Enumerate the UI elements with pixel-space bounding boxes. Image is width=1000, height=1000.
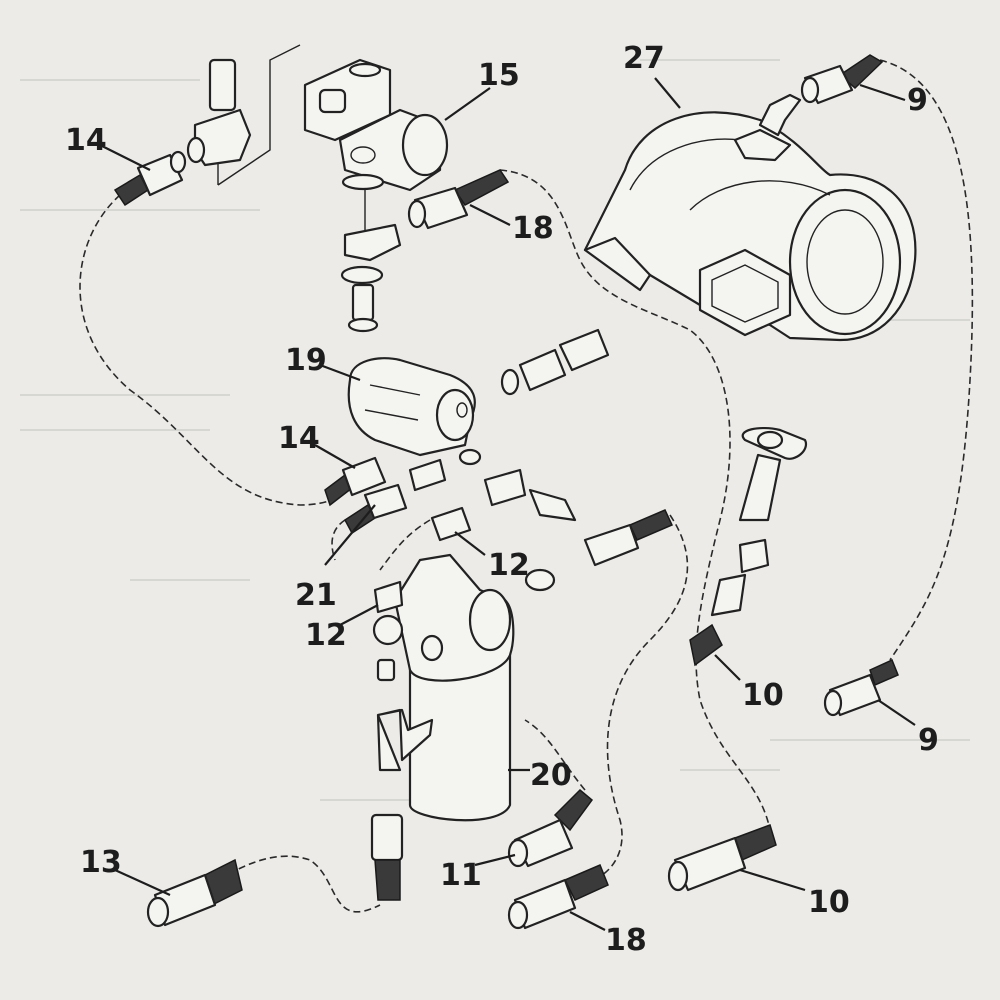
callout-labels: 27 15 9 14 18 19 14 21 12 12 10 9 20 13 … <box>65 41 939 958</box>
callout-21: 21 <box>295 578 337 613</box>
hose-end-right-of-12 <box>524 509 674 592</box>
leader-9-lower <box>877 699 916 726</box>
leader-9-upper <box>859 83 906 102</box>
fitting-part-12-upper <box>430 506 472 542</box>
callout-19: 19 <box>285 343 327 378</box>
hose-fitting-part-10-middle <box>689 426 808 667</box>
leader-11 <box>474 853 516 867</box>
hose-routing-lines <box>79 44 974 913</box>
leader-14-lower <box>314 444 356 469</box>
callout-11: 11 <box>440 858 482 893</box>
callout-12-upper: 12 <box>488 548 530 583</box>
callout-14-lower: 14 <box>278 421 320 456</box>
hose-line-14-loop <box>79 194 351 506</box>
fitting-stack-top-left <box>186 58 252 167</box>
pump-part-19 <box>347 357 482 466</box>
callout-9-lower: 9 <box>918 723 939 758</box>
valve-part-15 <box>303 58 449 230</box>
leader-21 <box>324 504 376 566</box>
hose-fitting-part-10-lower <box>667 824 777 892</box>
leader-14-upper <box>99 144 151 171</box>
callout-27: 27 <box>623 41 665 76</box>
hose-fitting-part-18-upper <box>407 169 510 230</box>
callout-18-lower: 18 <box>605 923 647 958</box>
callout-15: 15 <box>478 58 520 93</box>
callout-13: 13 <box>80 845 122 880</box>
leader-12-upper <box>454 531 486 556</box>
leader-19 <box>319 363 361 382</box>
callout-20: 20 <box>530 758 572 793</box>
leader-10-lower <box>739 868 806 892</box>
callout-leader-lines <box>99 77 916 931</box>
hose-fitting-part-14-upper <box>113 150 187 207</box>
callout-9-upper: 9 <box>907 83 928 118</box>
callout-10-middle: 10 <box>742 678 784 713</box>
hose-fitting-part-18-lower <box>507 864 609 930</box>
hose-line-12-tee <box>379 519 431 571</box>
hose-line-9 <box>879 59 974 661</box>
callout-14-upper: 14 <box>65 123 107 158</box>
hose-line-12-to-18 <box>589 514 689 881</box>
elbow-and-bolt-under-15 <box>340 223 402 333</box>
hose-fitting-part-11 <box>507 788 594 868</box>
filter-part-20 <box>393 553 515 822</box>
hose-line-18-upper <box>499 169 771 831</box>
callout-10-lower: 10 <box>808 885 850 920</box>
callout-18-upper: 18 <box>512 211 554 246</box>
callout-12-lower: 12 <box>305 618 347 653</box>
hose-fitting-part-13 <box>146 858 243 928</box>
hose-line-21 <box>331 519 346 561</box>
hose-line-13 <box>209 855 381 913</box>
leader-27 <box>654 77 681 109</box>
turbocharger-part-27 <box>583 93 917 342</box>
hose-line-11 <box>524 719 586 791</box>
leader-13 <box>114 868 171 897</box>
leader-15 <box>444 87 491 121</box>
leader-10-middle <box>714 654 741 681</box>
fitting-stack-part-12-lower <box>370 580 434 901</box>
hose-fitting-part-9-lower <box>823 658 899 717</box>
hose-fitting-part-9-upper <box>800 54 884 105</box>
leader-18-upper <box>469 204 511 226</box>
fitting-group-right-of-19 <box>408 328 610 522</box>
leader-12-lower <box>339 604 379 626</box>
leader-18-lower <box>569 911 606 931</box>
